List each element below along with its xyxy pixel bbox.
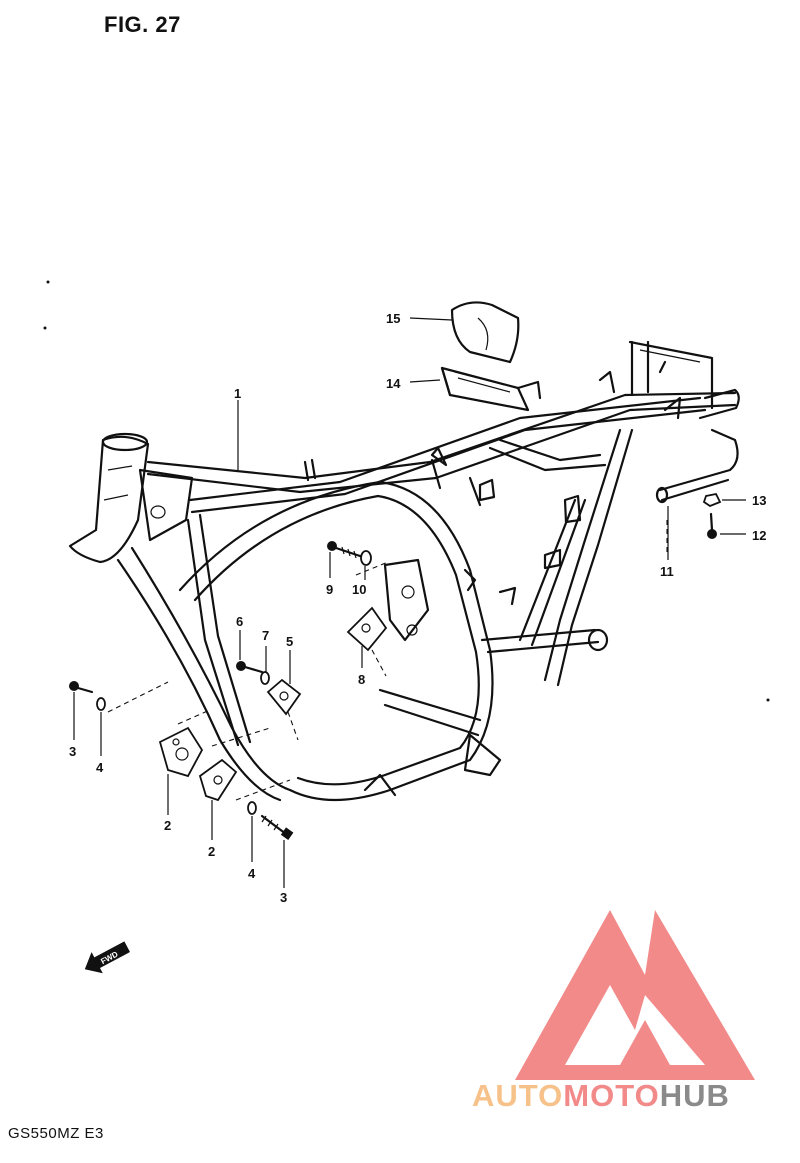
engine-mount-plate — [383, 558, 430, 642]
steering-head-top — [101, 432, 149, 452]
upper-rail-right — [188, 396, 702, 502]
engine-bracket-5 — [266, 678, 302, 741]
print-speck — [46, 280, 50, 284]
bolt-9 — [327, 541, 362, 559]
cradle-loop-outer — [178, 480, 494, 802]
front-down-tube-left — [116, 558, 282, 802]
washer-7 — [260, 671, 270, 685]
leader-15 — [409, 317, 453, 321]
callout-1: 1 — [234, 386, 241, 401]
head-gusset — [138, 468, 194, 542]
callout-4: 4 — [248, 866, 256, 881]
rear-fender-bracket — [628, 340, 714, 410]
engine-plate-2-right — [198, 727, 291, 802]
print-speck — [43, 326, 47, 330]
callout-11: 11 — [660, 564, 674, 579]
callout-13: 13 — [752, 493, 766, 508]
callout-10: 10 — [352, 582, 366, 597]
battery-cover — [450, 301, 520, 364]
bolt-3-lower — [260, 814, 294, 840]
leader-14 — [409, 379, 441, 383]
rear-down-strut — [543, 428, 622, 682]
brand-moto: MOTO — [563, 1078, 660, 1113]
callout-14: 14 — [386, 376, 401, 391]
lower-cross-tube — [378, 688, 482, 737]
watermark-brand-text: AUTOMOTOHUB — [472, 1078, 730, 1114]
bolt-6 — [236, 661, 264, 674]
brand-auto: AUTO — [472, 1078, 564, 1113]
callout-7: 7 — [262, 628, 269, 643]
callout-3: 3 — [280, 890, 287, 905]
forward-arrow-icon: FWD — [84, 941, 131, 974]
battery-case — [440, 366, 542, 412]
bolt-3-left — [69, 681, 94, 694]
engine-plate-2-left — [158, 709, 211, 778]
bolt-12 — [707, 512, 717, 539]
callout-12: 12 — [752, 528, 766, 543]
callout-2: 2 — [208, 844, 215, 859]
leader-lines — [73, 317, 746, 888]
footrest-bar — [655, 428, 739, 555]
main-frame — [68, 340, 740, 802]
callout-8: 8 — [358, 672, 365, 687]
brand-hub: HUB — [659, 1078, 730, 1113]
automotohub-logo-icon — [515, 910, 755, 1080]
upper-rail-left — [146, 391, 737, 480]
model-code: GS550MZ E3 — [8, 1125, 104, 1142]
callout-2: 2 — [164, 818, 171, 833]
callout-6: 6 — [236, 614, 243, 629]
engine-bracket-8 — [346, 606, 388, 677]
callout-5: 5 — [286, 634, 293, 649]
figure-title: FIG. 27 — [104, 12, 181, 37]
front-down-tube-right — [186, 518, 240, 747]
callout-3: 3 — [69, 744, 76, 759]
rear-loop — [698, 388, 740, 420]
callout-4: 4 — [96, 760, 104, 775]
steering-head — [68, 435, 150, 564]
callout-9: 9 — [326, 582, 333, 597]
cradle-loop-inner — [193, 494, 480, 786]
callout-15: 15 — [386, 311, 400, 326]
nut-10 — [360, 550, 372, 566]
print-speck — [766, 698, 770, 702]
washer-4-lower — [247, 801, 257, 815]
washer-4-left — [96, 697, 106, 711]
nut-13 — [702, 492, 722, 508]
